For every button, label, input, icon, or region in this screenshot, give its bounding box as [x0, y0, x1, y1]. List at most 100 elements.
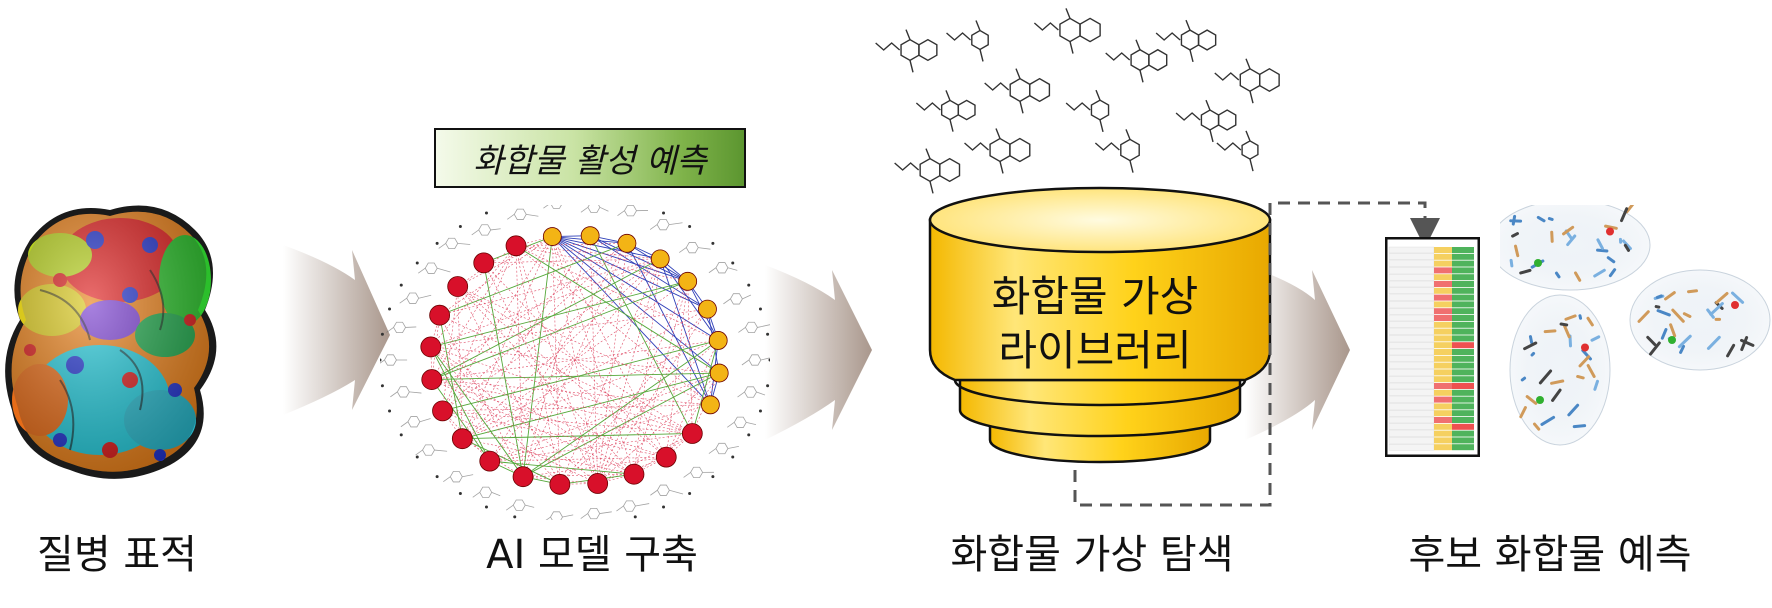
- table-class-cell: [1452, 267, 1474, 274]
- network-edge: [515, 245, 688, 282]
- arrow-1: [283, 245, 390, 415]
- network-mini-structure: [727, 416, 757, 428]
- table-row: [1388, 280, 1435, 288]
- network-edge: [439, 314, 693, 434]
- table-row: [1388, 253, 1435, 260]
- table-score-cell: [1434, 389, 1452, 396]
- table-row: [1388, 389, 1435, 396]
- network-edge: [430, 280, 688, 348]
- table-class-cell: [1452, 247, 1474, 253]
- network-edge: [659, 258, 711, 405]
- network-mini-structure: [741, 354, 770, 366]
- table-class-cell: [1452, 403, 1474, 410]
- network-edge: [442, 410, 598, 484]
- table-row: [1388, 416, 1435, 424]
- network-edge: [430, 346, 693, 434]
- network-mini-structure: [543, 205, 562, 209]
- network-edge: [597, 281, 688, 484]
- network-mini-structure: [418, 262, 451, 274]
- network-edge: [589, 235, 693, 434]
- network-dot: [758, 409, 762, 413]
- network-dot: [415, 455, 419, 459]
- table-row: [1388, 362, 1435, 369]
- table-score-cell: [1434, 355, 1452, 362]
- network-mini-structure: [708, 442, 739, 455]
- network-edge: [687, 281, 693, 434]
- network-edge: [483, 262, 524, 477]
- table-row: [1388, 382, 1435, 390]
- table-score-cell: [1434, 274, 1452, 281]
- network-node: [432, 400, 453, 422]
- network-node: [678, 271, 698, 291]
- network-edge: [442, 404, 711, 412]
- caption-ai-model: AI 모델 구축: [486, 532, 698, 578]
- network-mini-structure: [399, 292, 432, 304]
- network-edge: [522, 372, 720, 478]
- table-class-cell: [1452, 301, 1474, 308]
- table-score-cell: [1434, 444, 1452, 451]
- network-edge: [489, 460, 635, 475]
- network-edge: [431, 372, 720, 381]
- network-mini-structure: [545, 511, 574, 520]
- table-row: [1388, 403, 1435, 410]
- network-dot: [711, 241, 715, 245]
- table-class-cell: [1452, 315, 1474, 321]
- network-edge: [523, 473, 634, 477]
- network-edge: [626, 243, 711, 406]
- network-node: [473, 252, 495, 274]
- table-class-cell: [1452, 376, 1474, 383]
- network-node: [709, 363, 729, 383]
- table-score-cell: [1434, 315, 1452, 321]
- compound-structures: [875, 8, 1280, 194]
- network-dot: [731, 455, 735, 459]
- arrow-2: [765, 265, 872, 440]
- skeletal-molecule: [894, 148, 961, 194]
- network-mini-structure: [617, 205, 649, 217]
- network-mini-structure: [580, 205, 609, 213]
- network-edge: [515, 245, 719, 341]
- network-edge: [431, 280, 688, 380]
- network-node: [700, 395, 720, 415]
- table-class-cell: [1452, 417, 1474, 423]
- network-edge: [589, 235, 688, 282]
- network-edge: [462, 438, 561, 485]
- network-edge: [515, 245, 524, 477]
- table-score-cell: [1434, 247, 1452, 253]
- network-dot: [662, 505, 666, 509]
- network-edge: [552, 236, 635, 475]
- network-edge: [462, 433, 693, 440]
- network-dot: [388, 409, 392, 413]
- network-edge: [522, 340, 719, 478]
- library-label-line2: 라이브러리: [998, 326, 1192, 375]
- table-score-cell: [1434, 328, 1452, 335]
- table-score-cell: [1434, 396, 1452, 403]
- network-dot: [435, 241, 439, 245]
- skeletal-molecule: [1033, 8, 1101, 54]
- skeletal-molecule: [915, 90, 976, 132]
- skeletal-molecule: [964, 128, 1031, 174]
- network-edge: [659, 258, 719, 341]
- network-dot: [633, 515, 637, 519]
- network-dot: [766, 384, 770, 388]
- table-class-cell: [1452, 410, 1474, 417]
- network-edge: [483, 262, 667, 458]
- skeletal-molecule: [1094, 129, 1140, 173]
- network-dot: [688, 491, 692, 495]
- table-score-cell: [1434, 281, 1452, 287]
- network-dot: [380, 332, 384, 336]
- network-edge: [442, 243, 628, 412]
- network-mini-structure: [390, 386, 422, 398]
- table-class-cell: [1452, 342, 1474, 349]
- network-dot: [758, 307, 762, 311]
- table-row: [1388, 294, 1435, 301]
- network-edge: [665, 340, 719, 458]
- network-edge: [430, 258, 661, 348]
- network-edge: [439, 242, 628, 316]
- network-node: [580, 226, 600, 246]
- table-score-cell: [1434, 335, 1452, 342]
- virtual-library-database: [928, 186, 1272, 464]
- network-mini-structure: [415, 444, 448, 456]
- network-node: [623, 463, 645, 485]
- network-mini-structure: [400, 416, 431, 428]
- table-row: [1388, 423, 1435, 430]
